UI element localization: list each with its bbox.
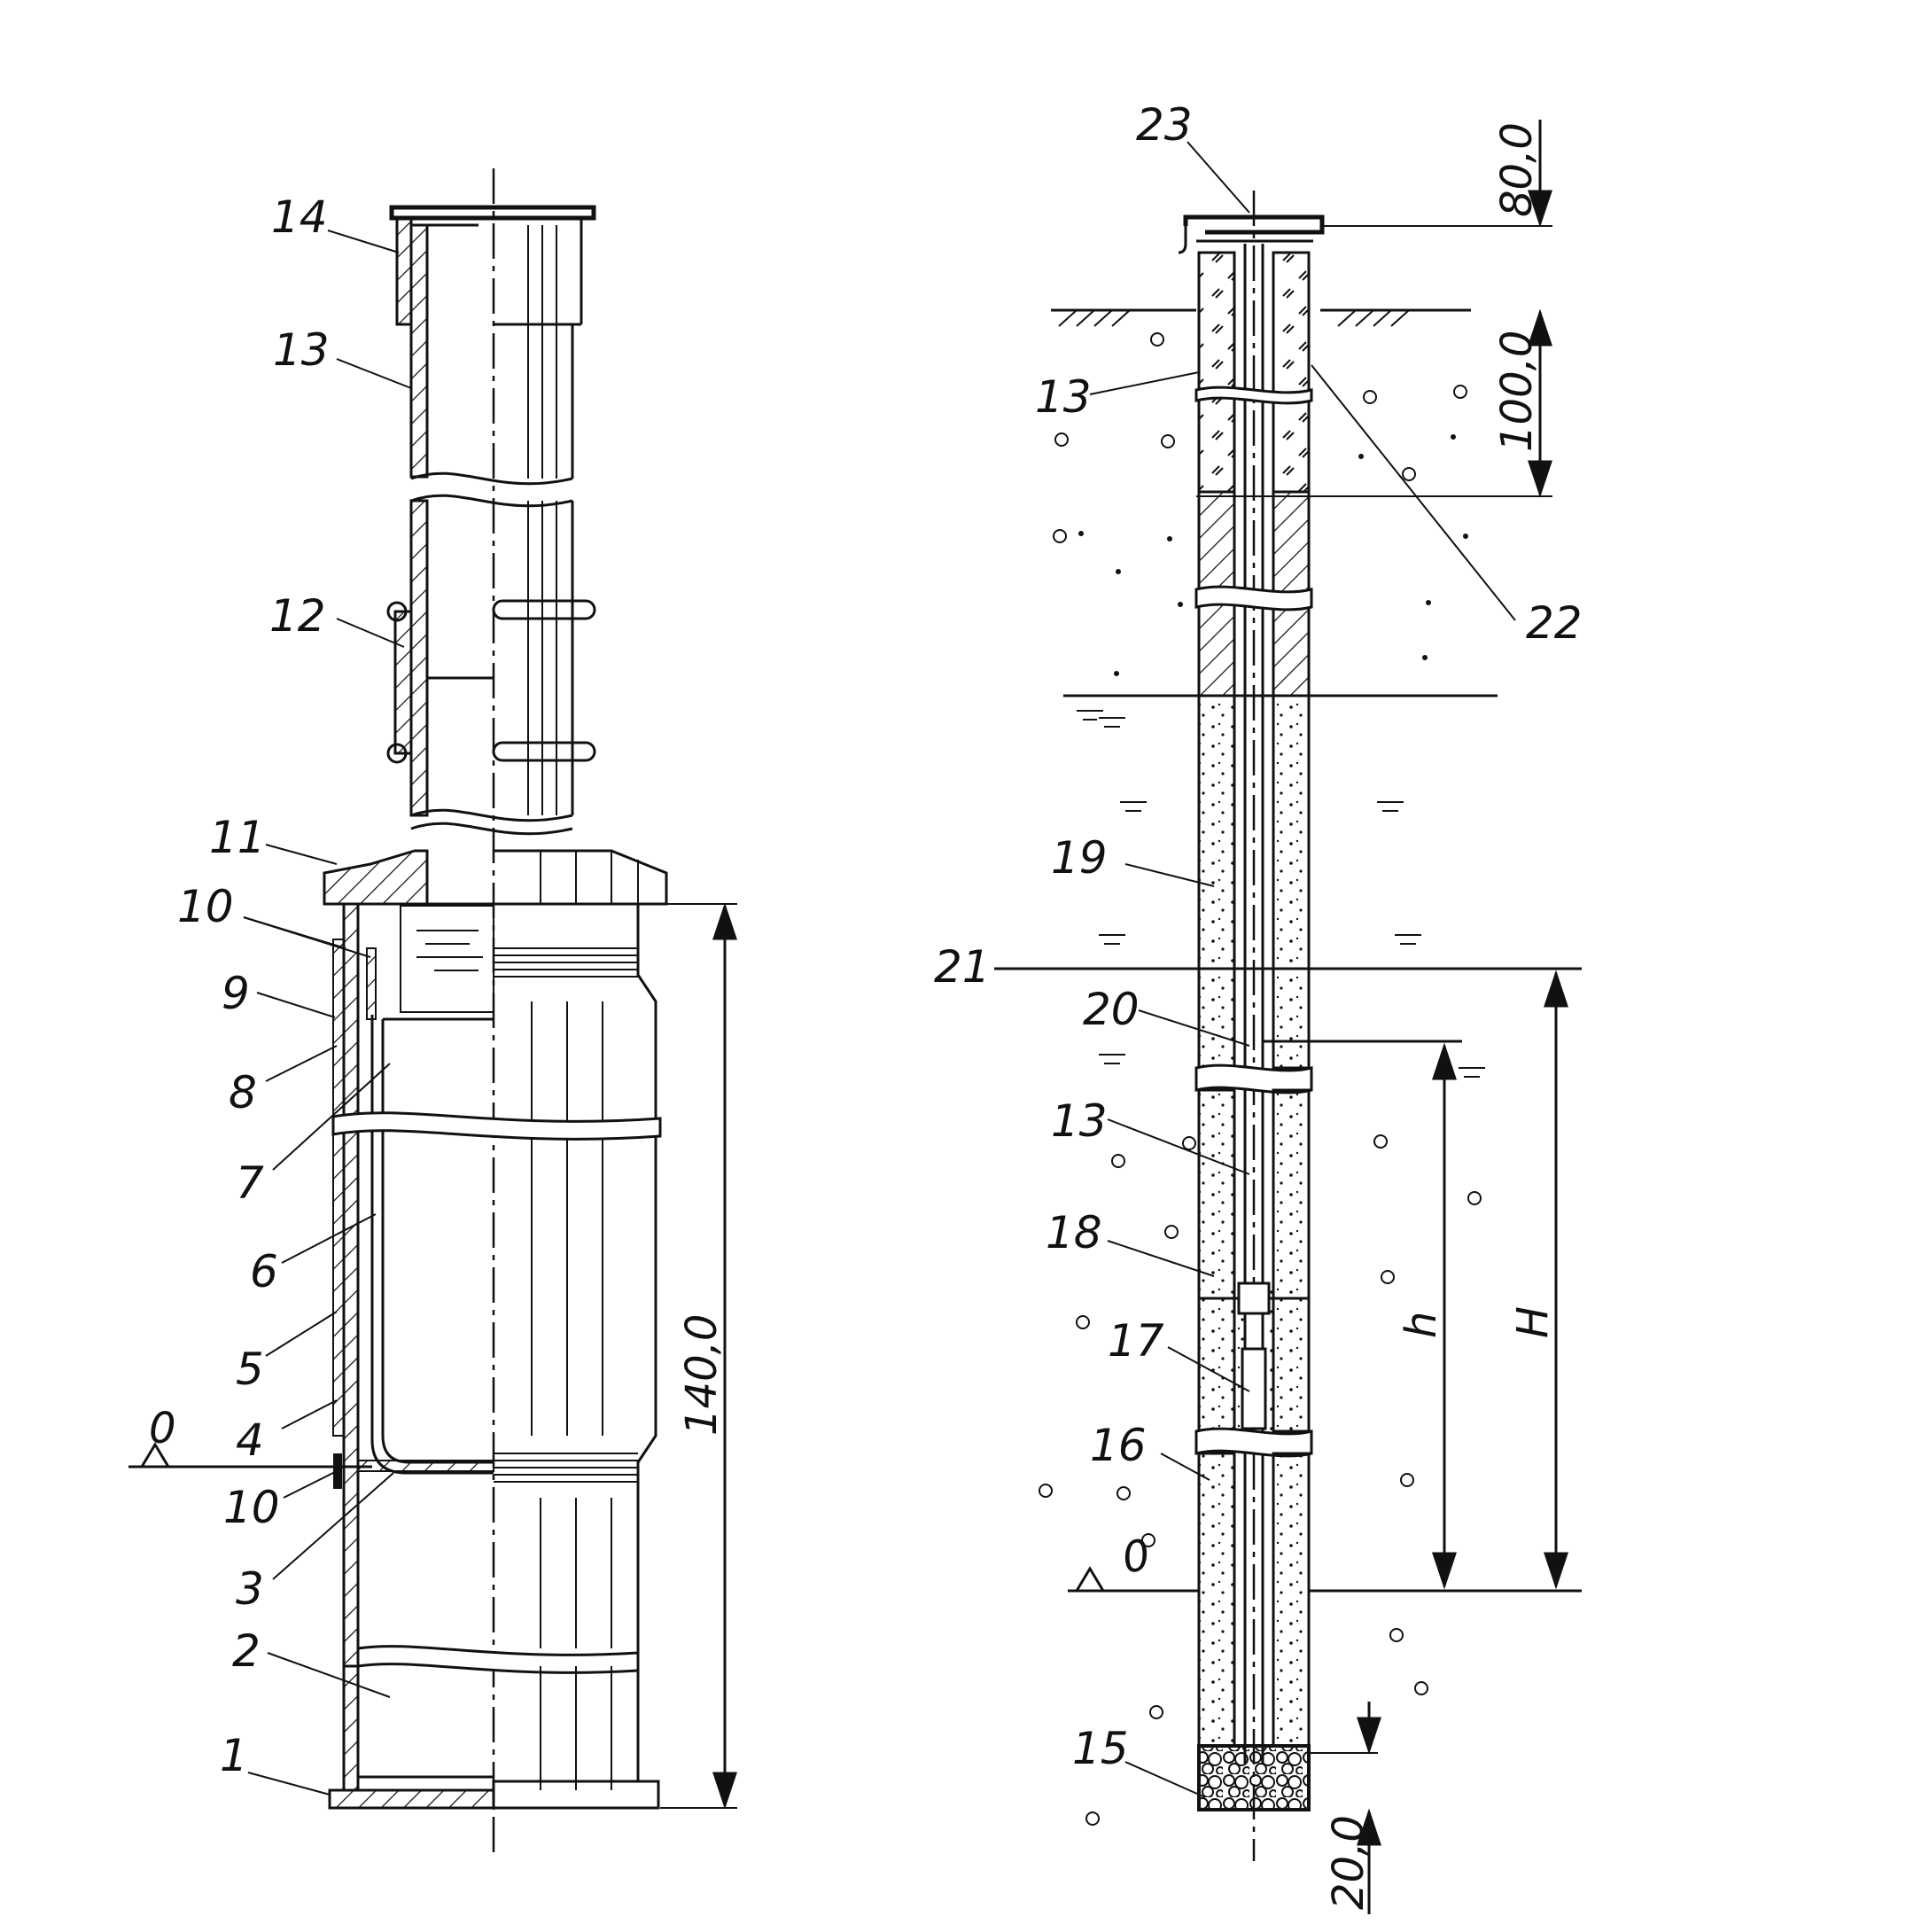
label-6: 6	[250, 1246, 278, 1297]
label-r-13-bottom: 13	[1051, 1095, 1108, 1147]
right-well-drawing: 0 80,0 100,0 h H 20,0	[934, 99, 1583, 1914]
label-1: 1	[220, 1730, 248, 1781]
left-zero-mark: 0	[149, 1404, 176, 1453]
label-r-15: 15	[1072, 1723, 1129, 1774]
left-device-drawing: 0 140,0 1 2 3 4 5	[128, 168, 737, 1852]
label-13: 13	[273, 324, 330, 376]
insulation-right	[1272, 251, 1311, 494]
dim-top: 80,0	[1492, 122, 1542, 217]
dim-upper: 100,0	[1492, 331, 1542, 452]
label-r-16: 16	[1090, 1420, 1147, 1471]
well-cap	[1183, 214, 1325, 235]
dim-h: h	[1397, 1312, 1446, 1338]
label-9: 9	[222, 968, 250, 1019]
label-10-lower: 10	[223, 1482, 280, 1533]
filter-17	[1241, 1347, 1267, 1430]
top-cap-wall-left	[395, 216, 413, 326]
inner-container	[381, 1019, 494, 1464]
coupling-sleeve	[393, 610, 413, 755]
label-r-13-top: 13	[1035, 371, 1092, 423]
insulation-left	[1197, 251, 1236, 494]
label-7: 7	[236, 1157, 264, 1209]
label-4: 4	[236, 1414, 264, 1466]
right-leaders	[994, 141, 1516, 1798]
body-break	[331, 1111, 662, 1141]
label-14: 14	[271, 191, 328, 243]
top-cap-rim	[389, 205, 596, 221]
label-r-19: 19	[1051, 832, 1108, 884]
label-12: 12	[269, 590, 326, 642]
label-11: 11	[209, 812, 266, 863]
label-r-21: 21	[934, 941, 991, 993]
sand-lower-left	[1197, 1452, 1236, 1748]
exterior-bands	[494, 947, 638, 1648]
label-2: 2	[232, 1625, 261, 1677]
label-r-20: 20	[1083, 984, 1140, 1035]
label-r-22: 22	[1526, 597, 1583, 649]
label-5: 5	[236, 1344, 264, 1395]
sand-fill-left	[1197, 694, 1236, 1070]
upper-tube-wall	[409, 223, 429, 479]
label-r-23: 23	[1136, 99, 1193, 151]
sand-fill-right	[1272, 694, 1311, 1070]
label-10-upper: 10	[177, 881, 234, 932]
bottom-partition	[357, 1460, 494, 1472]
dim-bottom: 20,0	[1324, 1815, 1373, 1910]
left-leaders	[243, 230, 412, 1796]
height-dimension: 140,0	[677, 1314, 727, 1436]
soil-symbols	[1039, 332, 1485, 1826]
base-plate	[328, 1788, 495, 1810]
label-3: 3	[236, 1563, 264, 1615]
dim-H: H	[1508, 1306, 1558, 1338]
coupling-18	[1237, 1282, 1271, 1315]
label-8: 8	[229, 1067, 257, 1118]
right-zero-mark: 0	[1118, 1530, 1154, 1583]
label-r-18: 18	[1046, 1207, 1102, 1258]
sand-lower-right	[1272, 1452, 1311, 1748]
label-r-17: 17	[1108, 1315, 1164, 1367]
flange-section	[323, 849, 429, 906]
outer-body-wall	[342, 902, 360, 1668]
break-line-2	[410, 494, 573, 508]
break-line-1	[410, 471, 573, 486]
outer-jacket	[332, 939, 345, 1437]
gravel-base	[1197, 1744, 1311, 1811]
